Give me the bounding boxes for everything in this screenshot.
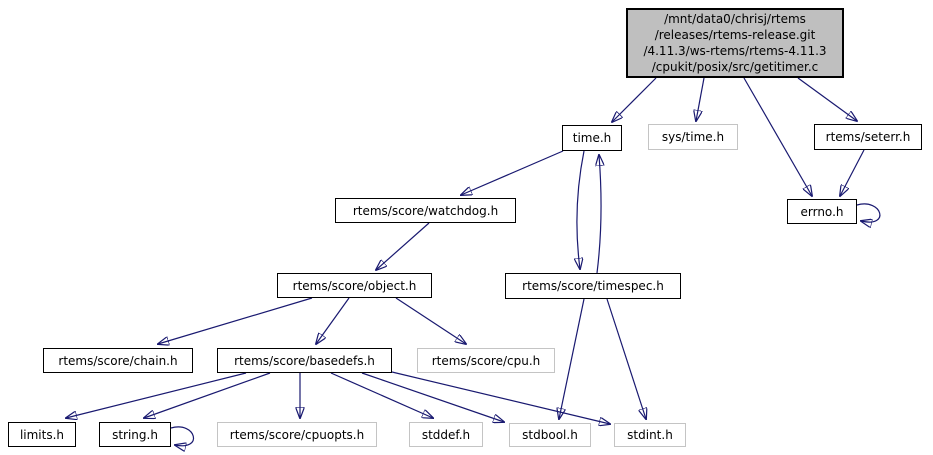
edge-time-to-timespec [577, 150, 585, 269]
edge-basedefs-to-stdint [391, 371, 610, 424]
node-label: limits.h [19, 427, 65, 442]
edge-object-to-basedefs [316, 297, 350, 344]
edge-getitimer-to-errno [743, 77, 812, 196]
node-rtems-score-object-h[interactable]: rtems/score/object.h [277, 273, 432, 298]
edge-timespec-to-stdint [606, 298, 646, 419]
node-label: errno.h [800, 204, 844, 219]
node-errno-h[interactable]: errno.h [787, 199, 857, 224]
edge-string-self-loop [170, 426, 194, 446]
node-time-h[interactable]: time.h [562, 125, 622, 151]
node-limits-h[interactable]: limits.h [8, 422, 76, 447]
edge-timespec-to-stdbool [559, 298, 585, 419]
node-rtems-seterr-h[interactable]: rtems/seterr.h [814, 124, 922, 150]
node-string-h[interactable]: string.h [99, 422, 171, 447]
node-rtems-score-watchdog-h[interactable]: rtems/score/watchdog.h [335, 198, 516, 223]
node-rtems-score-timespec-h[interactable]: rtems/score/timespec.h [505, 273, 681, 299]
edge-basedefs-to-limits [66, 372, 247, 418]
node-rtems-score-chain-h[interactable]: rtems/score/chain.h [43, 348, 193, 373]
node-label: string.h [112, 427, 158, 442]
node-label: rtems/seterr.h [825, 130, 911, 144]
edge-timespec-to-time [597, 155, 601, 274]
node-label: rtems/score/chain.h [58, 353, 178, 368]
node-stddef-h: stddef.h [409, 422, 483, 447]
edge-seterr-to-errno [840, 149, 865, 196]
node-label: rtems/score/cpu.h [431, 353, 541, 368]
node-stdbool-h: stdbool.h [509, 423, 591, 447]
node-label: rtems/score/cpuopts.h [229, 427, 365, 442]
node-stdint-h: stdint.h [614, 423, 686, 447]
edge-time-to-watchdog [461, 150, 564, 195]
main-node-line-3: /4.11.3/ws-rtems/rtems-4.11.3 [643, 44, 827, 58]
node-rtems-score-cpu-h: rtems/score/cpu.h [417, 348, 555, 373]
edge-basedefs-to-stddef [330, 372, 433, 418]
edge-watchdog-to-object [376, 222, 430, 270]
node-label: time.h [572, 131, 612, 145]
node-label: rtems/score/object.h [292, 278, 417, 293]
node-label: rtems/score/basedefs.h [234, 353, 375, 368]
node-rtems-score-cpuopts-h: rtems/score/cpuopts.h [217, 422, 377, 447]
node-getitimer-c: /mnt/data0/chrisj/rtems /releases/rtems-… [626, 8, 844, 78]
edge-object-to-cpu [395, 297, 466, 344]
node-label: stddef.h [421, 427, 471, 442]
edge-object-to-chain [158, 297, 313, 344]
main-node-line-1: /mnt/data0/chrisj/rtems [664, 12, 806, 26]
edge-basedefs-to-stdbool [361, 372, 504, 422]
node-label: stdbool.h [522, 428, 578, 442]
node-label: rtems/score/timespec.h [522, 279, 664, 293]
node-label: rtems/score/watchdog.h [352, 203, 499, 218]
node-label: sys/time.h [661, 130, 725, 144]
edge-errno-self-loop [856, 203, 881, 222]
node-sys-time-h: sys/time.h [648, 124, 738, 150]
node-rtems-score-basedefs-h[interactable]: rtems/score/basedefs.h [217, 348, 392, 373]
edge-getitimer-to-seterr [797, 77, 857, 121]
edge-getitimer-to-systime [696, 77, 705, 121]
main-node-line-4: /cpukit/posix/src/getitimer.c [651, 60, 819, 74]
main-node-line-2: /releases/rtems-release.git [654, 28, 816, 42]
edge-getitimer-to-time [612, 77, 657, 122]
edge-basedefs-to-string [144, 372, 271, 418]
node-label: stdint.h [627, 428, 673, 442]
